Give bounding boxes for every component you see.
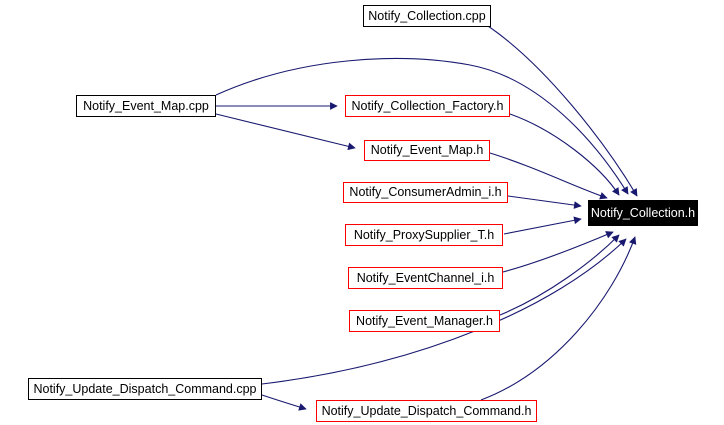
node-notify-update-dispatch-command-cpp: Notify_Update_Dispatch_Command.cpp [28,378,262,400]
edge-event-map-cpp-to-event-map-h [215,113,356,151]
node-notify-collection-h: Notify_Collection.h [588,200,698,226]
node-notify-update-dispatch-command-h[interactable]: Notify_Update_Dispatch_Command.h [316,400,537,422]
edge-collection-factory-h-to-collection-h [509,113,620,196]
edge-event-map-h-to-collection-h [489,152,608,200]
node-notify-collection-factory-h[interactable]: Notify_Collection_Factory.h [345,95,510,117]
node-notify-event-manager-h[interactable]: Notify_Event_Manager.h [349,310,500,332]
edge-update-dispatch-command-cpp-to-update-dispatch-command-h [261,394,307,411]
node-notify-eventchannel-i-h[interactable]: Notify_EventChannel_i.h [348,267,503,289]
edge-proxysupplier-t-h-to-collection-h [503,216,582,235]
edge-consumeradmin-i-h-to-collection-h [507,195,582,209]
node-notify-consumeradmin-i-h[interactable]: Notify_ConsumerAdmin_i.h [343,182,508,203]
edge-event-map-cpp-to-collection-h [215,58,629,195]
edge-collection-cpp-to-collection-h [487,25,638,197]
node-notify-event-map-h[interactable]: Notify_Event_Map.h [364,140,490,161]
edge-event-manager-h-to-collection-h [499,234,620,316]
node-notify-proxysupplier-t-h[interactable]: Notify_ProxySupplier_T.h [345,224,503,246]
node-notify-collection-cpp: Notify_Collection.cpp [363,5,491,27]
node-notify-event-map-cpp: Notify_Event_Map.cpp [76,95,216,117]
edge-update-dispatch-command-h-to-collection-h [480,236,637,401]
edge-eventchannel-i-h-to-collection-h [502,231,614,273]
